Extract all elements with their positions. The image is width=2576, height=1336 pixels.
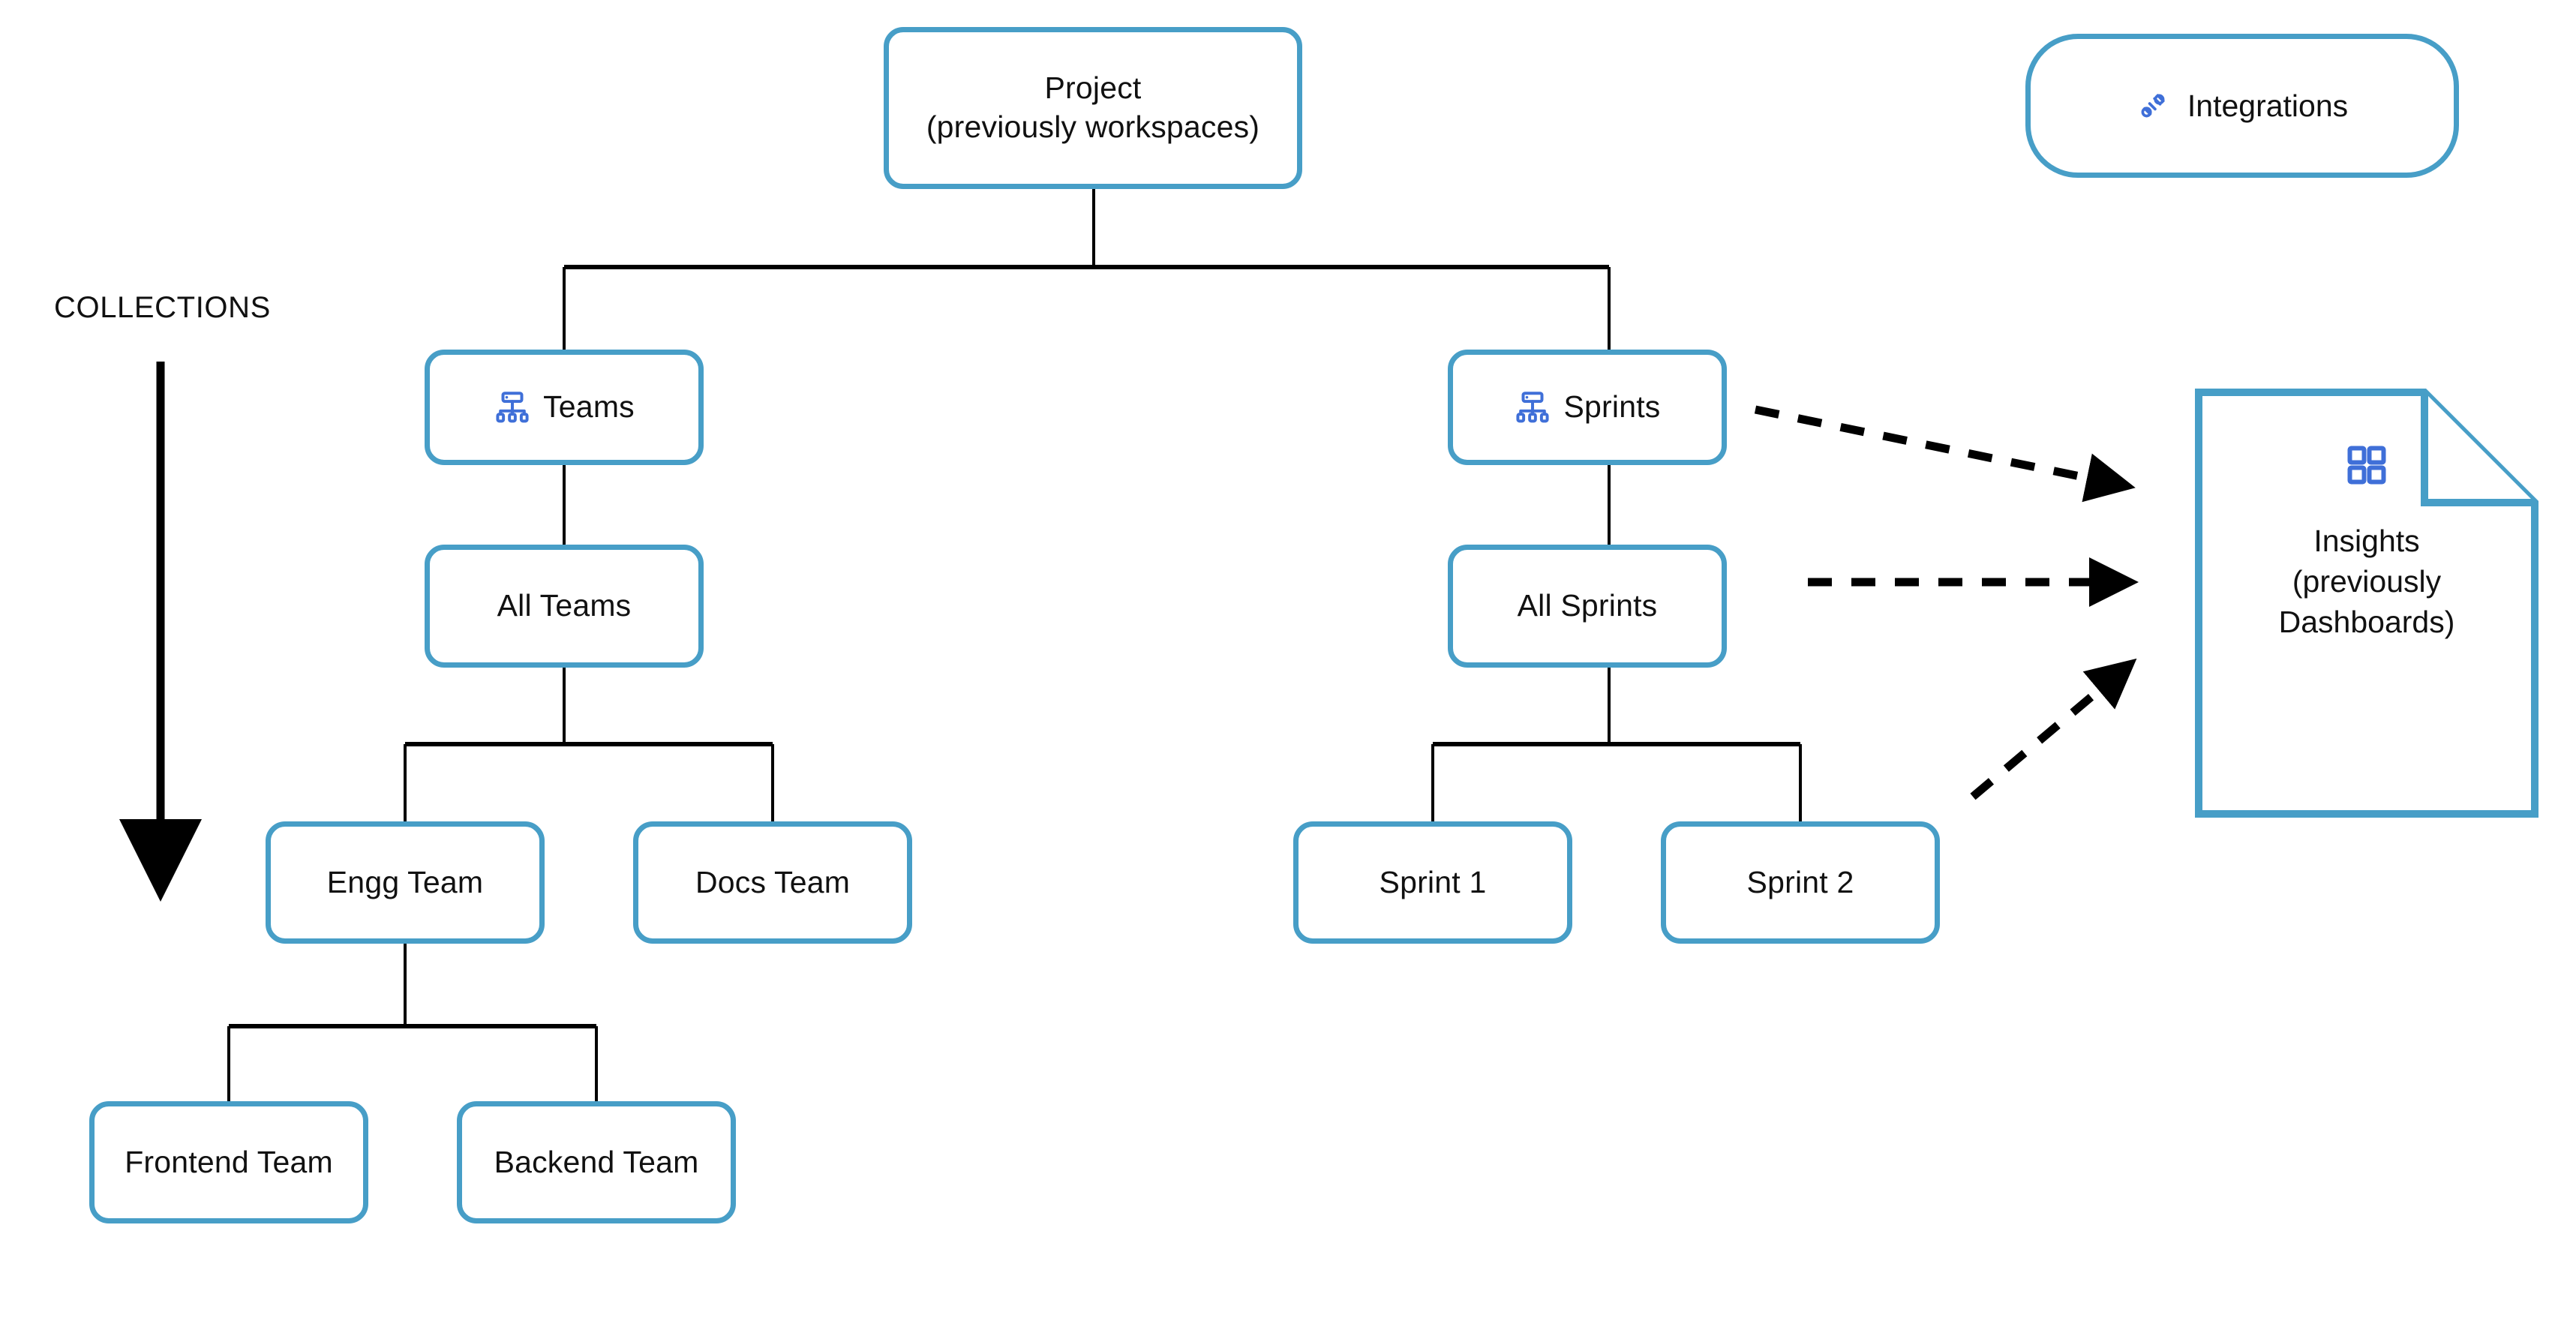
node-sprints[interactable]: Sprints bbox=[1448, 350, 1727, 465]
node-sprint-1[interactable]: Sprint 1 bbox=[1293, 821, 1572, 944]
node-all-teams-label: All Teams bbox=[497, 588, 632, 623]
node-teams-label: Teams bbox=[543, 389, 635, 425]
document-shape bbox=[2195, 389, 2538, 818]
plug-connector-icon bbox=[2136, 89, 2169, 122]
hierarchy-icon bbox=[1514, 389, 1551, 426]
node-frontend-team[interactable]: Frontend Team bbox=[89, 1101, 368, 1223]
edge-sprints-to-insights bbox=[1754, 405, 2136, 503]
integrations-node[interactable]: Integrations bbox=[2025, 34, 2459, 178]
node-project-label: Project (previously workspaces) bbox=[926, 71, 1260, 144]
node-all-teams[interactable]: All Teams bbox=[425, 545, 704, 668]
node-engg-team-label: Engg Team bbox=[326, 864, 484, 899]
node-sprint-1-label: Sprint 1 bbox=[1379, 864, 1487, 899]
node-teams[interactable]: Teams bbox=[425, 350, 704, 465]
node-insights-label: Insights (previously Dashboards) bbox=[2278, 524, 2455, 640]
node-backend-team[interactable]: Backend Team bbox=[457, 1101, 736, 1223]
node-docs-team[interactable]: Docs Team bbox=[633, 821, 912, 944]
dashboard-grid-icon bbox=[2344, 443, 2389, 491]
node-docs-team-label: Docs Team bbox=[695, 864, 851, 899]
edge-sprint2-to-insights bbox=[1970, 658, 2137, 800]
node-backend-team-label: Backend Team bbox=[494, 1144, 699, 1179]
hierarchy-icon bbox=[494, 389, 531, 426]
node-all-sprints[interactable]: All Sprints bbox=[1448, 545, 1727, 668]
node-sprints-label: Sprints bbox=[1563, 389, 1661, 425]
node-sprint-2[interactable]: Sprint 2 bbox=[1661, 821, 1940, 944]
dashed-edges bbox=[1754, 405, 2139, 800]
node-all-sprints-label: All Sprints bbox=[1517, 588, 1658, 623]
tree-edges bbox=[227, 189, 1802, 1101]
node-sprint-2-label: Sprint 2 bbox=[1746, 864, 1854, 899]
node-insights[interactable]: Insights (previously Dashboards) bbox=[2195, 389, 2538, 818]
node-frontend-team-label: Frontend Team bbox=[125, 1144, 333, 1179]
integrations-label: Integrations bbox=[2187, 88, 2349, 123]
collections-caption: COLLECTIONS bbox=[54, 291, 271, 324]
node-project[interactable]: Project (previously workspaces) bbox=[884, 27, 1302, 189]
node-engg-team[interactable]: Engg Team bbox=[266, 821, 545, 944]
